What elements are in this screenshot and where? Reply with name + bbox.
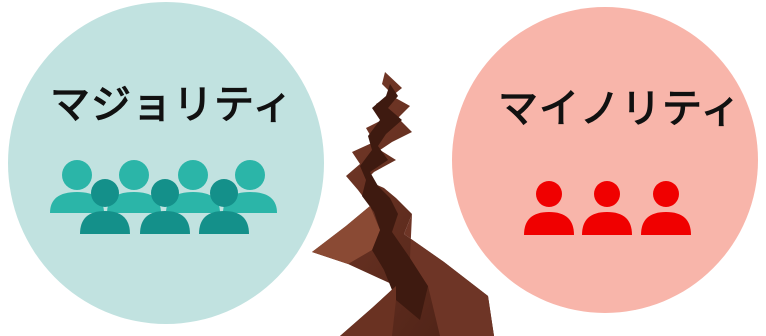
- person-icon: [80, 179, 130, 234]
- person-group-front-row: [80, 179, 249, 234]
- person-icon: [140, 179, 190, 234]
- person-icon: [107, 160, 161, 213]
- majority-circle: [8, 2, 324, 324]
- crack-ledge: [312, 206, 380, 264]
- person-icon: [641, 181, 691, 235]
- person-icon: [166, 160, 220, 213]
- person-icon: [50, 160, 104, 213]
- person-icon: [582, 181, 632, 235]
- minority-people: [524, 181, 691, 235]
- person-icon: [524, 181, 574, 235]
- minority-label: マイノリティ: [498, 86, 742, 132]
- crack-ledge: [340, 286, 396, 336]
- minority-circle: [452, 7, 758, 313]
- crack-fissure: [360, 84, 428, 320]
- person-icon: [199, 179, 249, 234]
- majority-label: マジョリティ: [50, 82, 294, 128]
- crack-ledge: [404, 214, 494, 336]
- person-group-back-row: [50, 160, 277, 213]
